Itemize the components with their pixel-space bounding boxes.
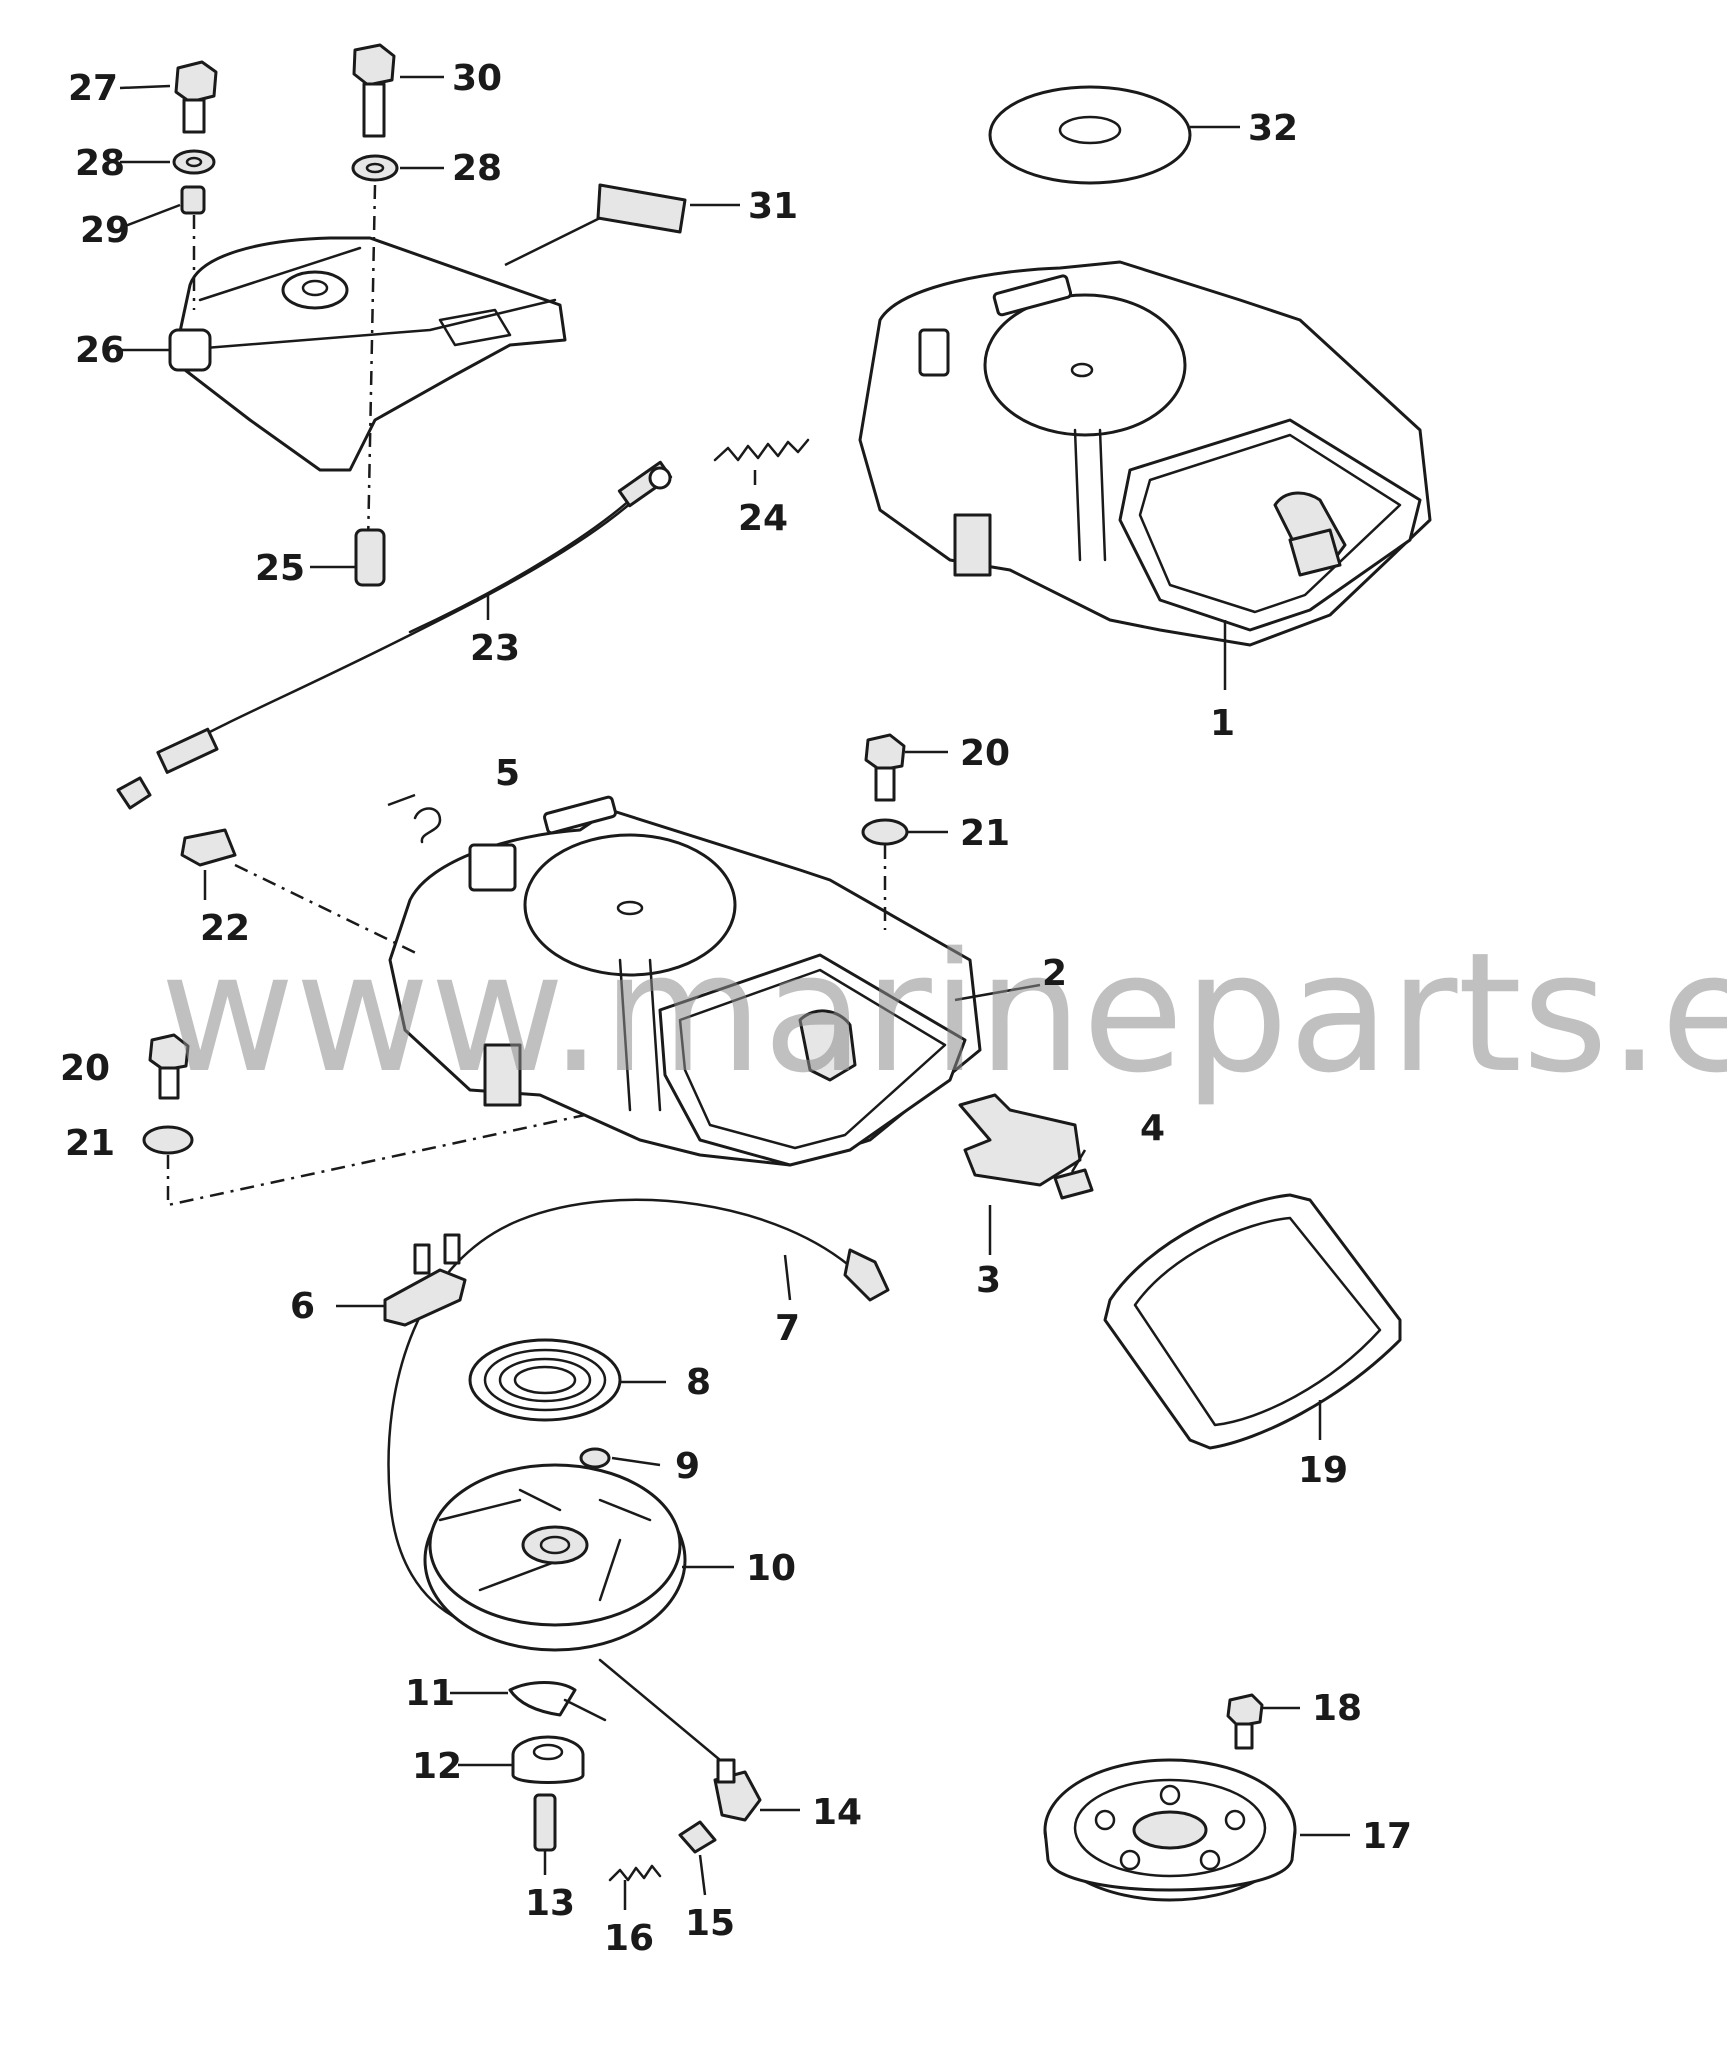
- callout-4: 4: [1140, 1108, 1165, 1149]
- disk-part-32: [988, 85, 1192, 185]
- callout-10: 10: [746, 1548, 796, 1589]
- cam-plate-part-17: [1043, 1758, 1297, 1902]
- pawl-part-11: [508, 1681, 607, 1722]
- callout-16: 16: [604, 1918, 654, 1959]
- callout-7: 7: [775, 1308, 800, 1349]
- callout-21a: 21: [960, 813, 1010, 854]
- bolt-part-20a: [864, 733, 906, 802]
- drive-plate-part-12: [511, 1735, 585, 1784]
- pulley-part-10: [423, 1463, 687, 1652]
- washer-part-28b: [351, 154, 399, 182]
- sleeve-part-25: [354, 528, 386, 587]
- holder-part-22: [180, 828, 237, 867]
- spring-part-24: [713, 438, 810, 462]
- pawl-part-6: [383, 1233, 467, 1327]
- callout-28a: 28: [75, 143, 125, 184]
- callout-19: 19: [1298, 1450, 1348, 1491]
- callout-1: 1: [1210, 703, 1235, 744]
- callout-32: 32: [1248, 108, 1298, 149]
- callout-12: 12: [412, 1746, 462, 1787]
- housing-part-2: [388, 795, 982, 1167]
- callout-8: 8: [686, 1362, 711, 1403]
- clip-part-5: [413, 807, 442, 844]
- callout-26: 26: [75, 330, 125, 371]
- callout-28b: 28: [452, 148, 502, 189]
- bolt-part-30: [352, 43, 396, 138]
- callout-20a: 20: [960, 733, 1010, 774]
- recoil-spring-part-8: [468, 1338, 622, 1422]
- callout-31: 31: [748, 186, 798, 227]
- housing-part-1: [858, 260, 1432, 647]
- callout-9: 9: [675, 1446, 700, 1487]
- callout-6: 6: [290, 1286, 315, 1327]
- bolt-part-27: [174, 60, 218, 134]
- cap-part-4: [1053, 1168, 1094, 1200]
- washer-part-28a: [172, 149, 216, 175]
- callout-30: 30: [452, 58, 502, 99]
- callout-25: 25: [255, 548, 305, 589]
- cover-part-26: [168, 236, 567, 472]
- callout-18: 18: [1312, 1688, 1362, 1729]
- callout-2: 2: [1042, 953, 1067, 994]
- bolt-part-13: [533, 1793, 557, 1852]
- nut-part-9: [579, 1447, 611, 1469]
- plate-part-31: [596, 183, 687, 234]
- spring-part-15: [678, 1820, 717, 1854]
- callout-15: 15: [685, 1903, 735, 1944]
- spring-part-16: [608, 1864, 662, 1882]
- callout-3: 3: [976, 1260, 1001, 1301]
- callout-24: 24: [738, 498, 788, 539]
- callout-29: 29: [80, 210, 130, 251]
- callout-27: 27: [68, 68, 118, 109]
- leader-lines: [119, 75, 1350, 1910]
- callout-labels: 1 2 3 4 5 6 7 8 9 10 11 12 13 14 15 16 1…: [60, 58, 1412, 1959]
- watermark-text: www.marineparts.eu: [160, 917, 1727, 1109]
- washer-part-21a: [861, 818, 909, 846]
- cable-part-23: [116, 460, 673, 810]
- callout-11: 11: [405, 1673, 455, 1714]
- collar-part-29: [180, 185, 206, 215]
- callout-21b: 21: [65, 1123, 115, 1164]
- axis-line-22: [234, 863, 421, 957]
- callout-17: 17: [1362, 1816, 1412, 1857]
- callout-13: 13: [525, 1883, 575, 1924]
- axis-line-26: [192, 184, 377, 546]
- callout-20b: 20: [60, 1048, 110, 1089]
- bolt-part-18: [1226, 1693, 1264, 1750]
- callout-14: 14: [812, 1792, 862, 1833]
- callout-22: 22: [200, 908, 250, 949]
- washer-part-21b: [142, 1125, 194, 1155]
- bolt-part-20b: [148, 1033, 190, 1100]
- axis-line-21: [166, 845, 887, 1207]
- callout-23: 23: [470, 628, 520, 669]
- handle-part-3: [958, 1093, 1082, 1187]
- lever-part-14: [598, 1658, 762, 1822]
- callout-5: 5: [495, 753, 520, 794]
- seal-part-19: [1103, 1193, 1402, 1450]
